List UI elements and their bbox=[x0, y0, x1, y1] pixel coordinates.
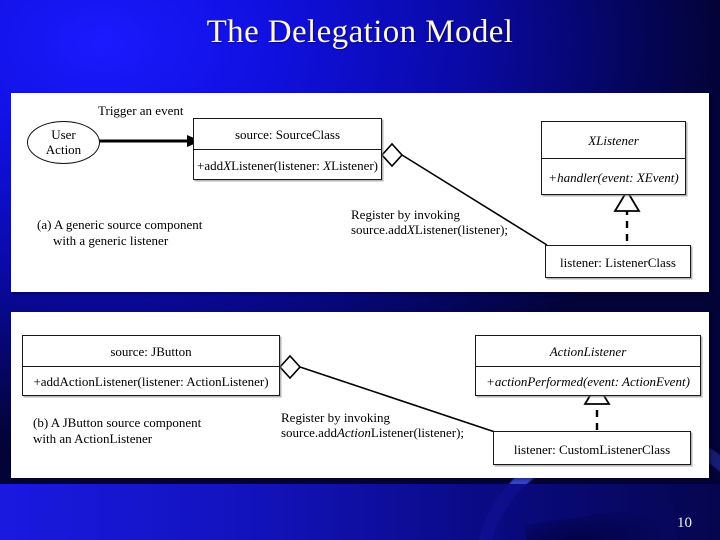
page-number: 10 bbox=[677, 515, 692, 531]
figure-a-connectors bbox=[97, 135, 641, 246]
register-note-a-line2-italic: X bbox=[406, 222, 415, 238]
source-class-method-a: +addXListener(listener: XListener) bbox=[194, 149, 381, 180]
source-class-method-b: +addActionListener(listener: ActionListe… bbox=[23, 366, 279, 396]
figure-b-caption: (b) A JButton source component with an A… bbox=[33, 415, 201, 447]
register-note-b-line2-italic: Action bbox=[336, 425, 371, 441]
actionlistener-interface-box: ActionListener +actionPerformed(event: A… bbox=[475, 335, 701, 396]
trigger-event-label: Trigger an event bbox=[98, 103, 184, 118]
register-note-a-line2-plain-1: source.add bbox=[351, 222, 407, 238]
user-action-line2: Action bbox=[45, 141, 82, 157]
figure-b-caption-line1: (b) A JButton source component bbox=[33, 415, 202, 430]
xlistener-name: XListener bbox=[588, 132, 639, 148]
method-part-italic-1: X bbox=[223, 157, 232, 173]
user-action-line1: User bbox=[51, 127, 76, 143]
figure-a-caption-line1: (a) A generic source component bbox=[37, 217, 203, 232]
register-note-b-line2-plain-2: Listener(listener); bbox=[370, 425, 465, 441]
source-class-box-a: source: SourceClass +addXListener(listen… bbox=[193, 118, 382, 180]
method-part-italic-2: X bbox=[323, 157, 332, 173]
listener-object-box-a: listener: ListenerClass bbox=[545, 245, 691, 278]
source-class-name-a: source: SourceClass bbox=[234, 126, 341, 142]
source-class-box-b: source: JButton +addActionListener(liste… bbox=[22, 335, 280, 396]
listener-object-name-a: listener: ListenerClass bbox=[560, 255, 676, 270]
register-note-b-line2: source.addActionListener(listener); bbox=[281, 425, 464, 440]
figure-a-panel: User Action Trigger an event source: Sou… bbox=[11, 93, 709, 292]
figure-b-panel: source: JButton +addActionListener(liste… bbox=[11, 312, 709, 478]
source-class-name-b: source: JButton bbox=[110, 343, 192, 359]
register-note-a-line1: Register by invoking bbox=[351, 207, 461, 222]
register-note-a-line2-plain-2: Listener(listener); bbox=[414, 222, 509, 238]
listener-object-box-b: listener: CustomListenerClass bbox=[493, 431, 691, 465]
register-note-b-line2-plain-1: source.add bbox=[281, 425, 337, 441]
figure-b-caption-line2: with an ActionListener bbox=[33, 430, 153, 446]
register-note-b: Register by invoking source.addActionLis… bbox=[281, 410, 464, 441]
user-action-ellipse: User Action bbox=[27, 121, 100, 164]
actionlistener-method: +actionPerformed(event: ActionEvent) bbox=[476, 366, 700, 396]
method-part-plain-3: Listener) bbox=[331, 157, 378, 173]
figure-b-canvas: source: JButton +addActionListener(liste… bbox=[11, 312, 709, 478]
method-part-plain-2: Listener(listener: bbox=[231, 157, 324, 173]
xlistener-interface-box: XListener +handler(event: XEvent) bbox=[541, 121, 686, 195]
actionlistener-name: ActionListener bbox=[549, 343, 627, 359]
xlistener-method: +handler(event: XEvent) bbox=[542, 158, 685, 195]
method-part-plain-1: +add bbox=[197, 157, 224, 173]
figure-a-canvas: User Action Trigger an event source: Sou… bbox=[11, 93, 709, 292]
page-title: The Delegation Model bbox=[206, 14, 514, 50]
figure-a-caption-line2: with a generic listener bbox=[53, 232, 169, 248]
listener-object-name-b: listener: CustomListenerClass bbox=[513, 441, 671, 457]
register-note-b-line1: Register by invoking bbox=[281, 410, 391, 425]
register-note-a: Register by invoking source.addXListener… bbox=[351, 207, 508, 238]
figure-a-caption: (a) A generic source component with a ge… bbox=[37, 217, 202, 249]
register-note-a-line2: source.addXListener(listener); bbox=[351, 222, 508, 237]
